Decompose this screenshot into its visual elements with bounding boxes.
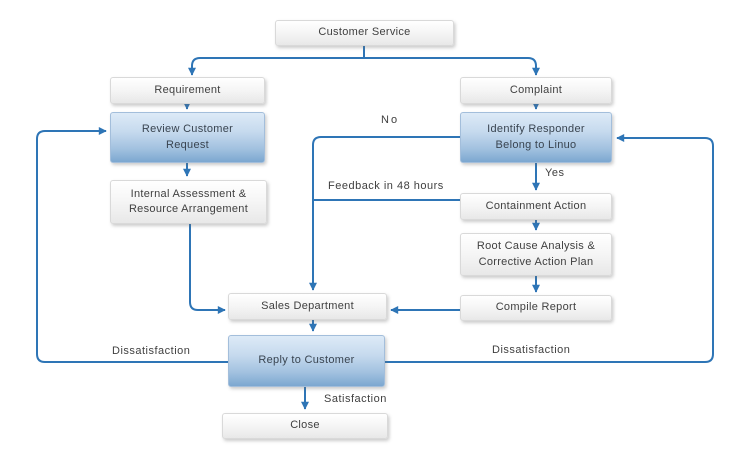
node-reply-to-customer-label: Reply to Customer: [258, 354, 355, 367]
edge-label-dissatisfaction-right: Dissatisfaction: [492, 344, 571, 356]
node-internal-assessment-label: Internal Assessment & Resource Arrangeme…: [128, 187, 249, 215]
connector-customer-service-to-complaint: [364, 57, 540, 76]
node-sales-department-label: Sales Department: [261, 299, 354, 312]
edge-label-dissatisfaction-left: Dissatisfaction: [112, 345, 191, 357]
node-identify-responder-label: Identify Responder Belong to Linuo: [487, 123, 585, 151]
edge-label-feedback-48-hours: Feedback in 48 hours: [328, 180, 444, 192]
node-root-cause: Root Cause Analysis & Corrective Action …: [460, 233, 612, 276]
node-close: Close: [222, 413, 388, 439]
connector-identify-no-to-sales: [309, 136, 460, 291]
connector-dissatisfaction-left-loop: [36, 127, 229, 363]
node-identify-responder: Identify Responder Belong to Linuo: [460, 112, 612, 163]
node-complaint-label: Complaint: [509, 83, 563, 96]
node-customer-service-label: Customer Service: [318, 26, 411, 39]
node-containment-action: Containment Action: [460, 193, 612, 220]
node-internal-assessment: Internal Assessment & Resource Arrangeme…: [110, 180, 267, 224]
node-root-cause-label: Root Cause Analysis & Corrective Action …: [476, 240, 596, 268]
connector-dissatisfaction-right-loop: [385, 134, 714, 363]
edge-label-yes: Yes: [545, 167, 565, 179]
edge-label-no: No: [381, 114, 400, 126]
node-complaint: Complaint: [460, 77, 612, 104]
node-requirement-label: Requirement: [154, 83, 221, 96]
node-compile-report: Compile Report: [460, 295, 612, 321]
node-compile-report-label: Compile Report: [495, 301, 577, 314]
node-review-customer-request: Review Customer Request: [110, 112, 265, 163]
node-requirement: Requirement: [110, 77, 265, 104]
connector-internal-to-sales: [189, 224, 226, 314]
edge-label-satisfaction: Satisfaction: [324, 393, 387, 405]
node-review-customer-request-label: Review Customer Request: [141, 123, 234, 151]
node-close-label: Close: [290, 419, 320, 432]
node-customer-service: Customer Service: [275, 20, 454, 46]
node-sales-department: Sales Department: [228, 293, 387, 320]
node-reply-to-customer: Reply to Customer: [228, 335, 385, 387]
connector-customer-service-to-requirement: [188, 57, 364, 76]
node-containment-action-label: Containment Action: [485, 199, 587, 212]
